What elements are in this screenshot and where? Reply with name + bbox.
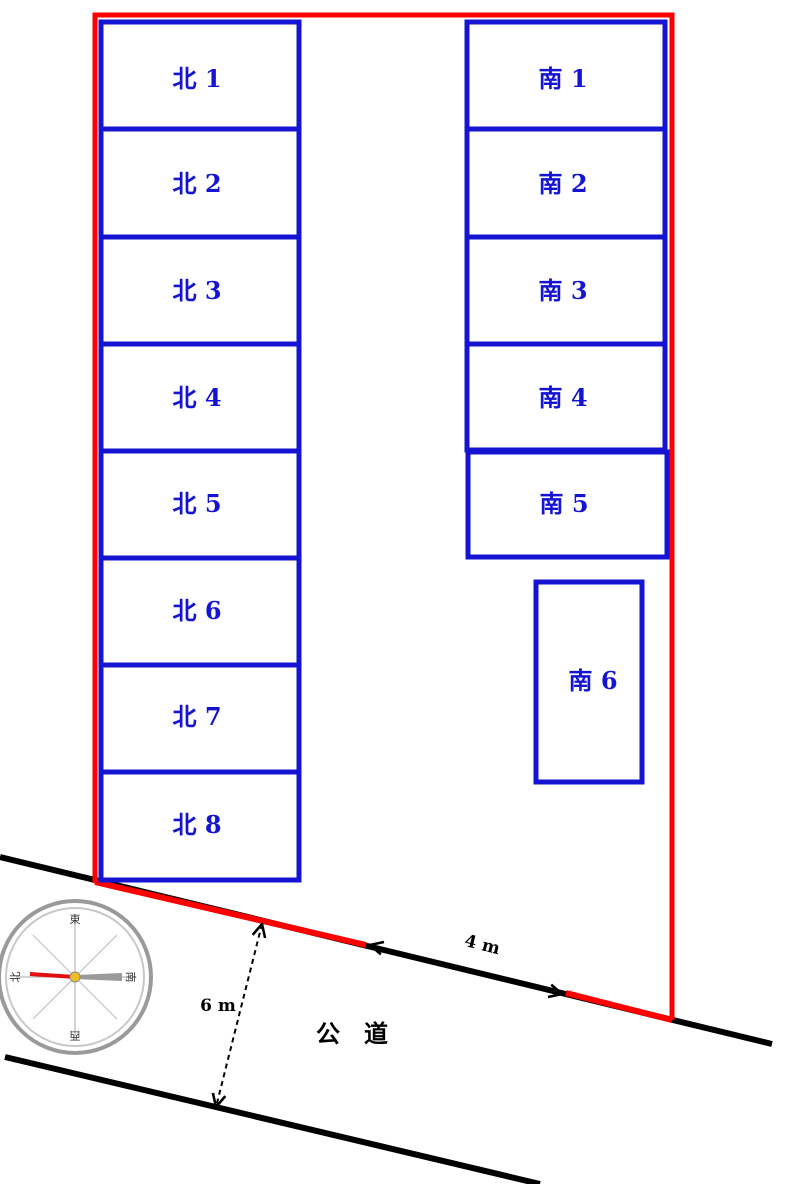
road-width-dimension-arrow: [216, 924, 262, 1107]
slot-south-6[interactable]: [533, 579, 645, 785]
gap-dimension-arrow: [370, 945, 562, 994]
slot-north-2-label: 北 2: [172, 169, 221, 198]
slot-south-6-label: 南 6: [568, 666, 617, 695]
slot-north-3-label: 北 3: [172, 276, 221, 305]
slot-south-4-label: 南 4: [538, 383, 587, 412]
slot-south-5[interactable]: [465, 449, 670, 560]
slot-north-8-label: 北 8: [172, 810, 221, 839]
slot-south-5-label: 南 5: [539, 489, 588, 518]
slot-north-5-label: 北 5: [172, 489, 221, 518]
north-slots: 北 1 北 2 北 3 北 4 北 5 北 6 北 7 北 8: [98, 19, 302, 883]
compass-label-top: 東: [70, 913, 81, 926]
slot-south-2-label: 南 2: [538, 169, 587, 198]
road-width-label: 6 m: [200, 996, 236, 1016]
south-slots: 南 1 南 2 南 3 南 4 南 5 南 6: [464, 19, 670, 785]
compass-needle-grey-icon: [75, 973, 122, 981]
compass-label-right: 南: [124, 972, 137, 983]
slot-south-1-label: 南 1: [538, 64, 587, 93]
gap-dimension-label: 4 m: [462, 931, 502, 959]
compass-needle-red-icon: [30, 972, 75, 979]
slot-north-1-label: 北 1: [172, 64, 221, 93]
property-boundary: [92, 12, 675, 1020]
boundary-front-left: [94, 879, 367, 948]
slot-north-6-label: 北 6: [172, 596, 221, 625]
road-edge-lower: [4, 1054, 541, 1184]
road-label: 公 道: [316, 1019, 388, 1048]
boundary-front-right: [565, 990, 673, 1023]
compass-label-left: 北: [9, 972, 22, 983]
slot-north-4-label: 北 4: [172, 383, 221, 412]
compass-label-bottom: 西: [70, 1029, 81, 1042]
slot-south-3-label: 南 3: [538, 276, 587, 305]
slot-north-8[interactable]: [98, 769, 302, 883]
compass-icon: 東 南 西 北: [0, 899, 153, 1055]
slot-north-7-label: 北 7: [172, 702, 221, 731]
